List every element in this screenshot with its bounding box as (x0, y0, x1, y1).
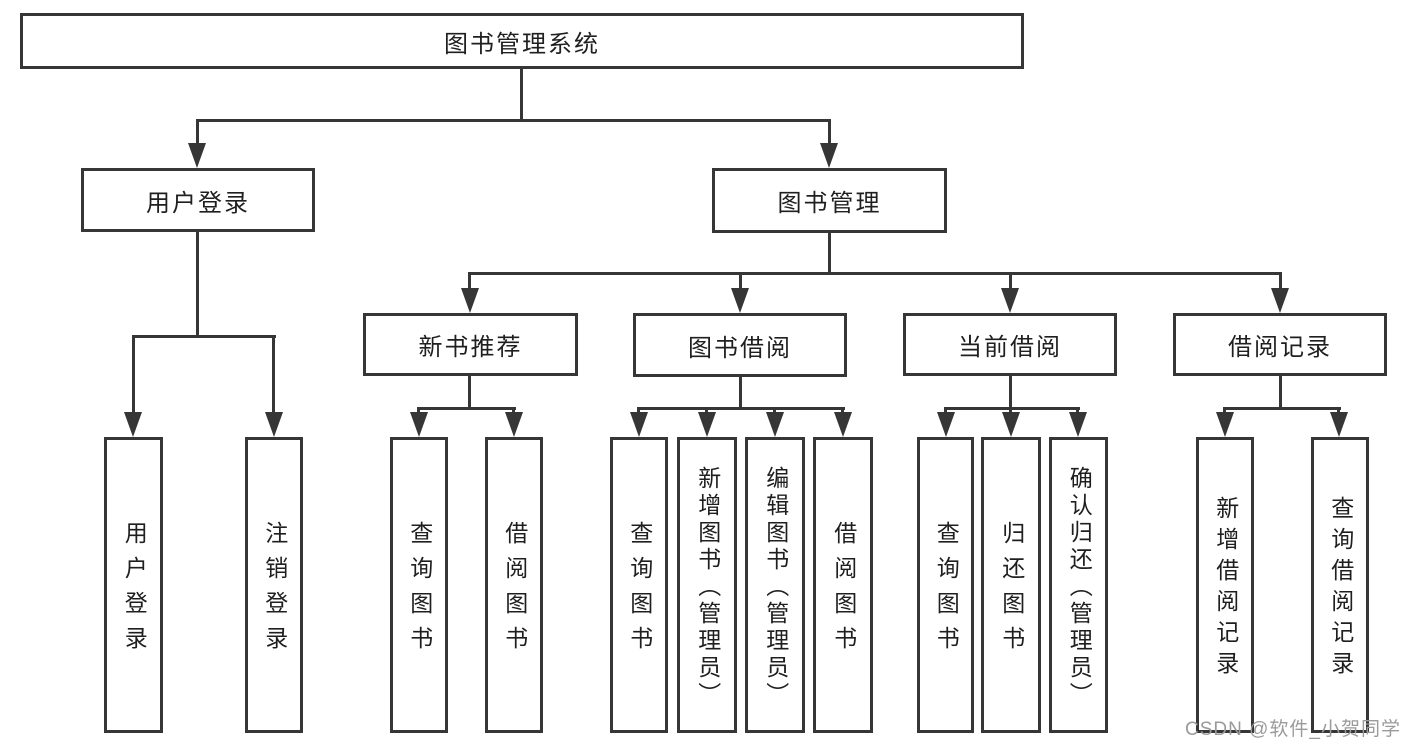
node-label: 图书借阅 (688, 334, 792, 362)
node-label: 借阅记录 (1228, 334, 1332, 361)
arrowhead-cb-return (1002, 412, 1020, 437)
connector-root-stem (520, 69, 523, 119)
csdn-watermark: CSDN @软件_小贺同学 (1185, 719, 1401, 740)
connector-stub-bb-borrow (841, 407, 844, 416)
leaf-cb-return-books: 归还图书 (981, 437, 1041, 733)
arrowhead-rec-borrow (505, 412, 523, 437)
leaf-cb-query-books: 查询图书 (917, 437, 974, 733)
connector-stub-cb-query (944, 407, 947, 416)
connector-stub-rec-query (417, 407, 420, 416)
connector-new-book-rec-branch (417, 407, 516, 410)
arrowhead-borrow-record (1271, 288, 1289, 313)
arrowhead-bb-borrow (834, 412, 852, 437)
node-library-management-system: 图书管理系统 (20, 13, 1024, 69)
arrowhead-book-mgmt (820, 143, 838, 168)
leaf-label: 注销登录 (261, 521, 288, 661)
arrowhead-cb-confirm (1069, 412, 1087, 437)
leaf-br-add-record: 新增借阅记录 (1196, 437, 1254, 733)
node-current-borrowing: 当前借阅 (903, 313, 1117, 376)
connector-stub-bb-edit (773, 407, 776, 416)
leaf-label: 查询图书 (626, 521, 653, 661)
node-book-borrowing: 图书借阅 (633, 313, 847, 377)
connector-user-login-branch (132, 335, 276, 338)
leaf-rec-borrow-books: 借阅图书 (485, 437, 543, 733)
connector-stub-user-login (196, 119, 199, 147)
connector-current-borrow-stem (1009, 376, 1012, 407)
connector-book-borrow-stem (739, 377, 742, 407)
arrowhead-bb-add (698, 412, 716, 437)
connector-stub-logout-leaf (272, 335, 275, 415)
connector-stub-cb-confirm (1076, 407, 1079, 416)
node-book-management: 图书管理 (712, 168, 947, 233)
arrowhead-current-borrow (1001, 288, 1019, 313)
connector-book-borrow-branch (637, 407, 845, 410)
leaf-bb-edit-books-admin: 编辑图书（管理员） (745, 437, 805, 733)
arrowhead-br-query (1330, 412, 1348, 437)
connector-stub-new-book-rec (468, 272, 471, 291)
arrowhead-user-login (188, 143, 206, 168)
node-label: 图书管理 (777, 190, 882, 217)
node-label: 当前借阅 (958, 334, 1062, 361)
leaf-bb-add-books-admin: 新增图书（管理员） (677, 437, 737, 733)
leaf-label: 查询图书 (933, 521, 960, 661)
leaf-label: 借阅图书 (830, 521, 857, 661)
arrowhead-book-borrow (731, 288, 749, 313)
connector-stub-br-add (1223, 407, 1226, 416)
connector-stub-bb-query (637, 407, 640, 416)
leaf-bb-query-books: 查询图书 (610, 437, 668, 733)
connector-stub-br-query (1337, 407, 1340, 416)
connector-stub-user-login-leaf (132, 335, 135, 415)
connector-stub-book-borrow (739, 272, 742, 291)
leaf-label: 确认归还（管理员） (1066, 465, 1093, 709)
connector-stub-rec-borrow (512, 407, 515, 416)
node-user-login: 用户登录 (81, 168, 315, 232)
connector-borrow-record-stem (1279, 376, 1282, 407)
leaf-label: 编辑图书（管理员） (762, 465, 789, 709)
leaf-label: 新增借阅记录 (1212, 496, 1239, 682)
leaf-user-login: 用户登录 (104, 437, 163, 733)
connector-root-branch (196, 119, 831, 122)
leaf-cb-confirm-return-admin: 确认归还（管理员） (1049, 437, 1108, 733)
connector-user-login-stem (196, 232, 199, 335)
connector-stub-borrow-record (1279, 272, 1282, 291)
leaf-br-query-record: 查询借阅记录 (1311, 437, 1369, 733)
connector-stub-current-borrow (1009, 272, 1012, 291)
connector-stub-book-mgmt (828, 119, 831, 147)
leaf-label: 查询图书 (406, 521, 433, 661)
leaf-label: 归还图书 (998, 521, 1025, 661)
node-borrowing-records: 借阅记录 (1173, 313, 1387, 376)
arrowhead-new-book-rec (461, 288, 479, 313)
leaf-rec-query-books: 查询图书 (390, 437, 448, 733)
arrowhead-bb-query (630, 412, 648, 437)
leaf-label: 用户登录 (121, 521, 148, 661)
node-label: 用户登录 (146, 189, 250, 217)
node-new-book-recommendation: 新书推荐 (363, 313, 578, 376)
leaf-logout-login: 注销登录 (245, 437, 303, 733)
arrowhead-rec-query (410, 412, 428, 437)
arrowhead-user-login-leaf (124, 412, 142, 437)
leaf-bb-borrow-books: 借阅图书 (813, 437, 873, 733)
connector-book-mgmt-stem (828, 233, 831, 272)
leaf-label: 借阅图书 (501, 521, 528, 661)
arrowhead-cb-query (937, 412, 955, 437)
connector-new-book-rec-stem (468, 376, 471, 407)
node-label: 图书管理系统 (444, 30, 600, 58)
arrowhead-br-add (1216, 412, 1234, 437)
node-label: 新书推荐 (418, 334, 523, 361)
arrowhead-bb-edit (766, 412, 784, 437)
arrowhead-logout-leaf (265, 412, 283, 437)
connector-stub-bb-add (705, 407, 708, 416)
connector-borrow-record-branch (1223, 407, 1341, 410)
connector-book-mgmt-branch (468, 272, 1282, 275)
leaf-label: 新增图书（管理员） (694, 465, 721, 709)
connector-stub-cb-return (1009, 407, 1012, 416)
connector-current-borrow-branch (944, 407, 1080, 410)
leaf-label: 查询借阅记录 (1327, 496, 1354, 682)
